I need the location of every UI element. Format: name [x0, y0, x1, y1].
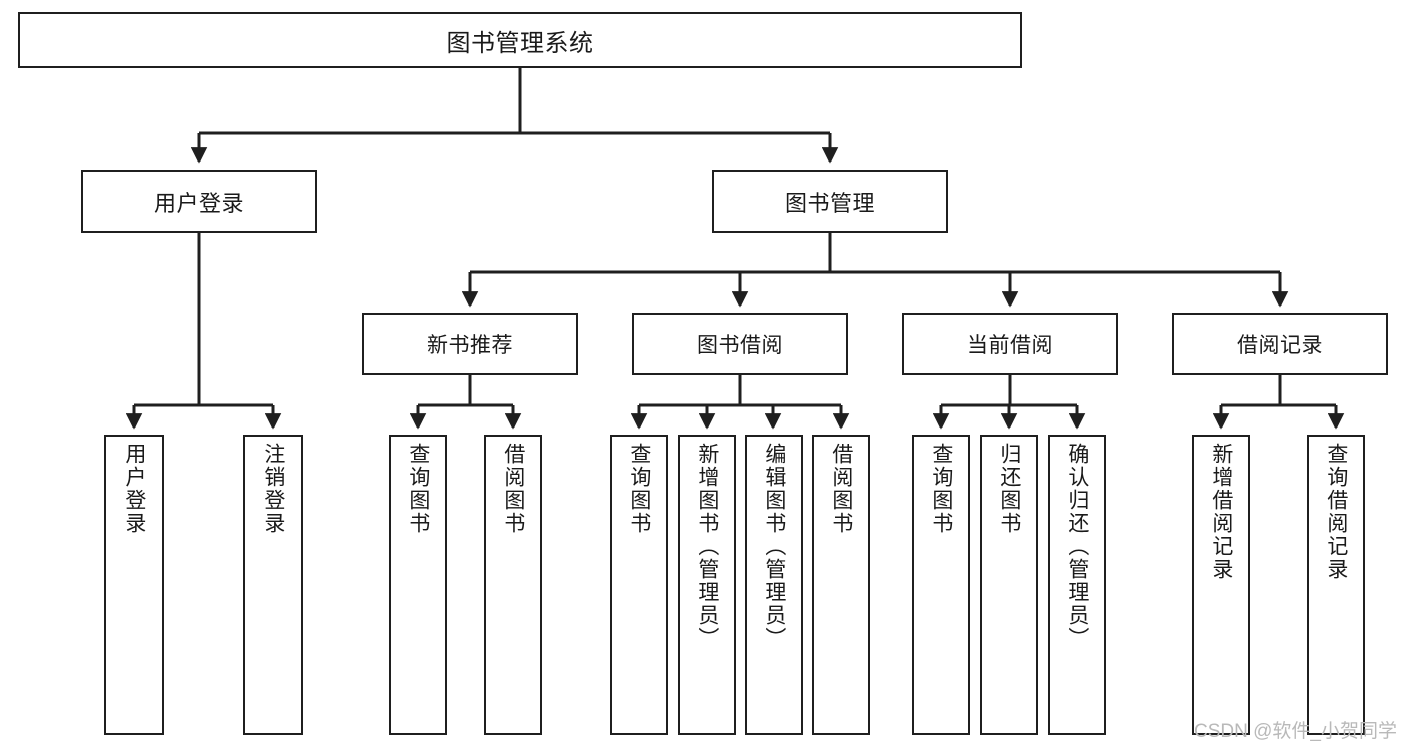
node-user-login[interactable]: 用户登录 [81, 170, 317, 233]
leaf-book-borrow-edit[interactable]: 编辑图书（管理员） [745, 435, 803, 735]
leaf-book-borrow-borrow[interactable]: 借阅图书 [812, 435, 870, 735]
node-current-borrow[interactable]: 当前借阅 [902, 313, 1118, 375]
node-root-book-management-system[interactable]: 图书管理系统 [18, 12, 1022, 68]
leaf-user-login-login[interactable]: 用户登录 [104, 435, 164, 735]
leaf-current-borrow-return[interactable]: 归还图书 [980, 435, 1038, 735]
node-label: 图书管理系统 [446, 29, 594, 57]
watermark-text: CSDN @软件_小贺同学 [1194, 721, 1397, 742]
node-label: 查询图书 [929, 443, 953, 535]
node-label: 借阅图书 [501, 443, 525, 535]
node-label: 注销登录 [261, 443, 285, 535]
node-label: 查询借阅记录 [1324, 443, 1348, 581]
node-label: 编辑图书（管理员） [762, 443, 786, 650]
node-label: 查询图书 [627, 443, 651, 535]
leaf-book-borrow-query[interactable]: 查询图书 [610, 435, 668, 735]
node-book-management[interactable]: 图书管理 [712, 170, 948, 233]
node-label: 用户登录 [153, 190, 244, 216]
node-new-book-recommend[interactable]: 新书推荐 [362, 313, 578, 375]
node-label: 查询图书 [406, 443, 430, 535]
node-book-borrow[interactable]: 图书借阅 [632, 313, 848, 375]
leaf-new-book-query[interactable]: 查询图书 [389, 435, 447, 735]
leaf-new-book-borrow[interactable]: 借阅图书 [484, 435, 542, 735]
node-label: 图书借阅 [697, 334, 783, 357]
node-label: 借阅记录 [1237, 334, 1323, 357]
csdn-watermark: CSDN @软件_小贺同学 [1194, 716, 1397, 743]
leaf-book-borrow-add[interactable]: 新增图书（管理员） [678, 435, 736, 735]
node-label: 借阅图书 [829, 443, 853, 535]
node-label: 新增图书（管理员） [695, 443, 719, 650]
node-label: 当前借阅 [967, 334, 1053, 357]
leaf-borrow-record-query[interactable]: 查询借阅记录 [1307, 435, 1365, 735]
node-borrow-record[interactable]: 借阅记录 [1172, 313, 1388, 375]
leaf-current-borrow-confirm-return[interactable]: 确认归还（管理员） [1048, 435, 1106, 735]
node-label: 新书推荐 [427, 334, 513, 357]
leaf-user-login-logout[interactable]: 注销登录 [243, 435, 303, 735]
leaf-current-borrow-query[interactable]: 查询图书 [912, 435, 970, 735]
node-label: 图书管理 [784, 190, 875, 216]
node-label: 确认归还（管理员） [1065, 443, 1089, 650]
node-label: 归还图书 [997, 443, 1021, 535]
node-label: 新增借阅记录 [1209, 443, 1233, 581]
leaf-borrow-record-add[interactable]: 新增借阅记录 [1192, 435, 1250, 735]
node-label: 用户登录 [122, 443, 146, 535]
